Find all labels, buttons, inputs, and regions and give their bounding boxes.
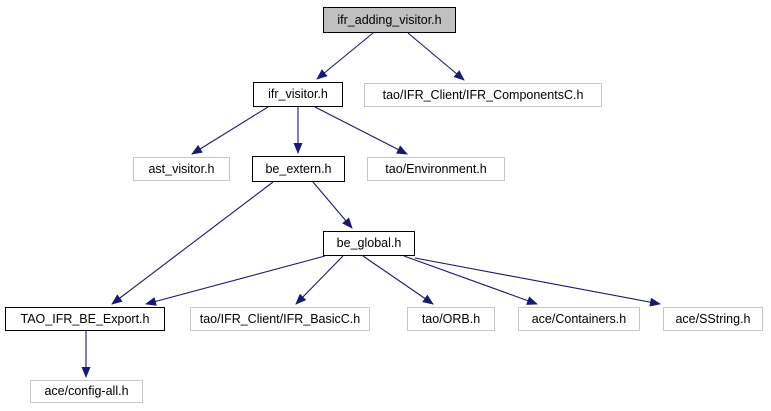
graph-node-be_global[interactable]: be_global.h <box>323 231 415 256</box>
edge-be_global-to-tao_ifr_be_export <box>145 255 326 306</box>
graph-node-ifr_adding_visitor: ifr_adding_visitor.h <box>323 7 456 33</box>
graph-node-ifr_visitor[interactable]: ifr_visitor.h <box>253 82 343 107</box>
graph-node-ifr_componentsc: tao/IFR_Client/IFR_ComponentsC.h <box>364 83 602 107</box>
edge-be_extern-to-tao_ifr_be_export <box>111 181 274 305</box>
graph-node-tao_ifr_be_export[interactable]: TAO_IFR_BE_Export.h <box>5 307 165 331</box>
graph-node-ifr_basicc: tao/IFR_Client/IFR_BasicC.h <box>190 307 370 331</box>
graph-node-orb: tao/ORB.h <box>407 307 495 331</box>
edge-be_global-to-sstring <box>414 257 661 307</box>
graph-node-ast_visitor: ast_visitor.h <box>133 157 230 181</box>
edge-ifr_visitor-to-environment <box>314 106 408 155</box>
edge-be_global-to-ifr_basicc <box>295 255 344 305</box>
edge-be_extern-to-be_global <box>312 181 353 229</box>
edge-ifr_adding_visitor-to-ifr_visitor <box>316 32 374 80</box>
edge-ifr_adding_visitor-to-ifr_componentsc <box>407 32 465 81</box>
graph-node-sstring: ace/SString.h <box>663 307 763 331</box>
edge-ifr_visitor-to-ast_visitor <box>191 106 269 155</box>
graph-node-config_all: ace/config-all.h <box>30 380 143 403</box>
graph-node-environment: tao/Environment.h <box>367 157 505 181</box>
edge-be_global-to-orb <box>362 255 434 305</box>
graph-node-containers: ace/Containers.h <box>518 307 640 331</box>
edge-be_global-to-containers <box>403 255 538 305</box>
graph-node-be_extern[interactable]: be_extern.h <box>252 156 345 182</box>
